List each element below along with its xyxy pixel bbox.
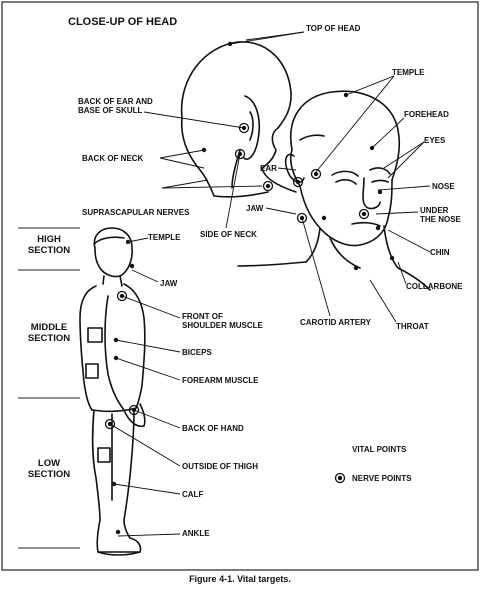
diagram-border: [1, 1, 479, 571]
label-biceps: BICEPS: [182, 348, 212, 357]
figure-caption: Figure 4-1. Vital targets.: [189, 574, 291, 584]
label-back-of-ear: BACK OF EAR AND BASE OF SKULL: [78, 97, 153, 115]
label-back-of-neck: BACK OF NECK: [82, 154, 144, 163]
low-section-label: LOW SECTION: [18, 458, 80, 480]
label-side-of-neck: SIDE OF NECK: [200, 230, 257, 239]
label-outside-of-thigh: OUTSIDE OF THIGH: [182, 462, 258, 471]
label-jaw-head: JAW: [246, 204, 264, 213]
label-carotid-artery: CAROTID ARTERY: [300, 318, 371, 327]
under-the-nose-line-2: THE NOSE: [420, 215, 461, 224]
nerve-points: [104, 122, 370, 484]
label-ear: EAR: [260, 164, 277, 173]
section-dividers: [18, 227, 80, 549]
soldier-figure: [79, 227, 146, 556]
front-shoulder-line-1: FRONT OF: [182, 312, 223, 321]
under-the-nose-line-1: UNDER: [420, 206, 449, 215]
front-shoulder-line-2: SHOULDER MUSCLE: [182, 321, 263, 330]
low-section-line-1: LOW: [37, 458, 61, 469]
label-ankle: ANKLE: [182, 529, 210, 538]
legend-vital-points: VITAL POINTS: [352, 445, 407, 454]
label-back-of-hand: BACK OF HAND: [182, 424, 244, 433]
high-section-line-2: SECTION: [27, 245, 71, 256]
high-section-label: HIGH SECTION: [18, 234, 80, 256]
label-forearm-muscle: FOREARM MUSCLE: [182, 376, 259, 385]
middle-section-label: MIDDLE SECTION: [18, 322, 80, 344]
low-section-line-2: SECTION: [27, 469, 71, 480]
close-up-title: CLOSE-UP OF HEAD: [68, 16, 178, 28]
legend-nerve-points: NERVE POINTS: [352, 474, 412, 483]
middle-section-line-1: MIDDLE: [30, 322, 68, 333]
label-front-of-shoulder: FRONT OF SHOULDER MUSCLE: [182, 312, 263, 330]
label-under-the-nose: UNDER THE NOSE: [420, 206, 461, 224]
back-of-ear-line-2: BASE OF SKULL: [78, 106, 143, 115]
label-forehead: FOREHEAD: [404, 110, 449, 119]
label-collarbone: COLLARBONE: [406, 282, 463, 291]
vital-points: [111, 41, 395, 535]
front-head-drawing: [237, 90, 431, 291]
back-of-ear-line-1: BACK OF EAR AND: [78, 97, 153, 106]
label-eyes: EYES: [424, 136, 446, 145]
label-suprascapular-nerves: SUPRASCAPULAR NERVES: [82, 208, 190, 217]
label-top-of-head: TOP OF HEAD: [306, 24, 361, 33]
label-throat: THROAT: [396, 322, 429, 331]
high-section-line-1: HIGH: [37, 234, 61, 245]
label-calf: CALF: [182, 490, 204, 499]
label-temple-head: TEMPLE: [392, 68, 425, 77]
middle-section-line-2: SECTION: [27, 333, 71, 344]
label-nose: NOSE: [432, 182, 455, 191]
label-temple-body: TEMPLE: [148, 233, 181, 242]
label-chin: CHIN: [430, 248, 450, 257]
leader-lines: [109, 31, 431, 537]
label-jaw-body: JAW: [160, 279, 178, 288]
rear-head-drawing: [180, 41, 297, 198]
